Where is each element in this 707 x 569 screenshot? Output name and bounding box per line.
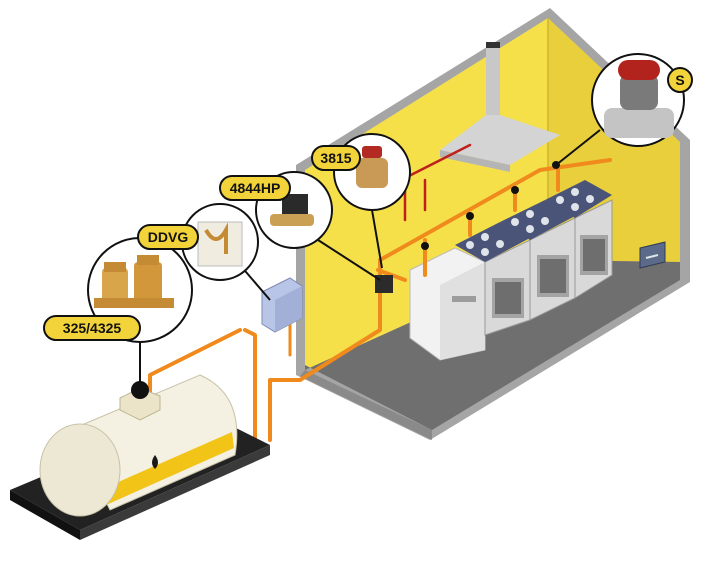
ddvg-box — [261, 277, 303, 333]
callout-4844hp: 4844HP — [219, 171, 381, 281]
callout-325-4325: 325/4325 — [43, 237, 193, 399]
label-325-4325: 325/4325 — [63, 320, 122, 336]
fuel-drop-icon — [152, 455, 158, 469]
cooker-2 — [500, 200, 576, 321]
cooker-1 — [455, 222, 531, 336]
callout-3815: 3815 — [311, 133, 411, 269]
label-3815: 3815 — [320, 150, 351, 166]
vent-icon — [639, 241, 666, 269]
label-ddvg: DDVG — [148, 229, 189, 245]
callout-ddvg: DDVG — [137, 203, 271, 301]
gas-tank — [10, 374, 270, 540]
label-s: S — [675, 72, 684, 88]
label-4844hp: 4844HP — [230, 180, 281, 196]
cooker-3 — [545, 180, 613, 299]
callout-sensor-s: S — [555, 53, 693, 166]
dishwasher — [409, 247, 486, 361]
extractor-hood — [440, 42, 560, 172]
